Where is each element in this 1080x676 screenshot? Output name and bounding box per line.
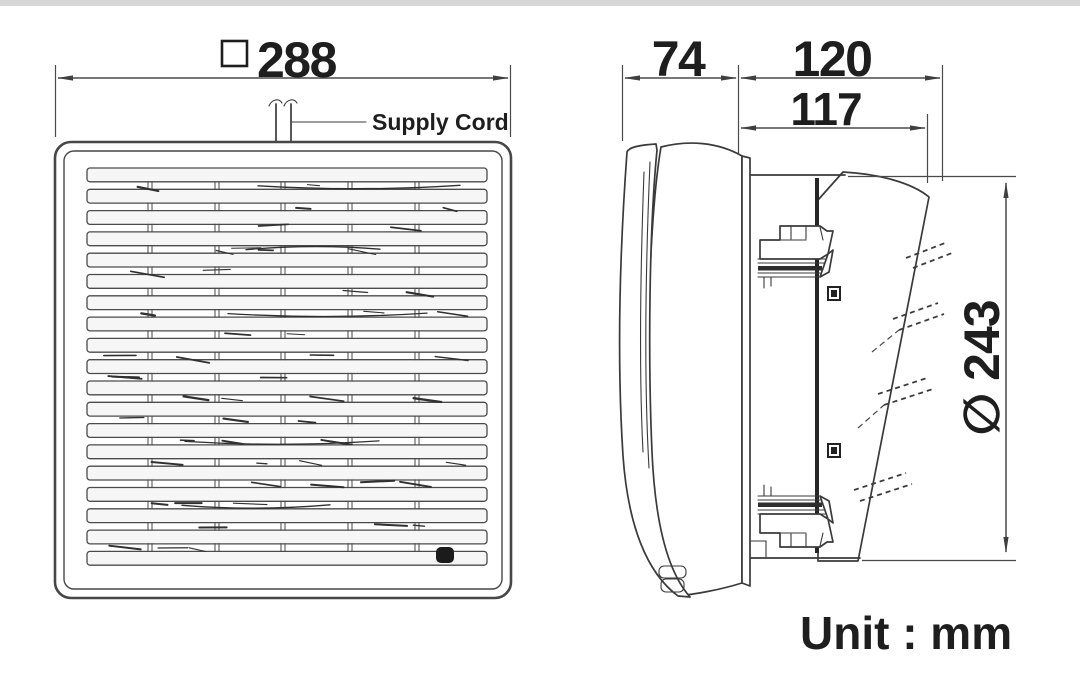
grille-slat xyxy=(86,209,488,226)
shutter-clip xyxy=(827,443,841,458)
fan-blade-hint xyxy=(250,481,281,488)
fan-blade-hint xyxy=(434,355,469,362)
rear-depth-value: 120 xyxy=(793,31,872,87)
fan-blade-hint xyxy=(232,502,268,506)
front-view: Supply Cord xyxy=(53,99,513,600)
fan-blade-hint xyxy=(140,312,157,317)
fan-blade-hint xyxy=(373,523,409,527)
panel-foot-detail xyxy=(658,565,687,579)
grille-slat xyxy=(86,295,488,311)
square-symbol-icon xyxy=(220,39,249,68)
fan-blade-hint xyxy=(175,356,211,364)
fan-blade-hint xyxy=(306,184,321,187)
dimension-rear-depth-120: 120 xyxy=(740,31,944,181)
fan-blade-hint xyxy=(399,480,432,488)
shutter-diameter-value: ∅ 243 xyxy=(954,300,1010,435)
grille-slat xyxy=(86,167,488,183)
fan-blade-hint xyxy=(181,504,331,509)
fan-blade-hint xyxy=(295,206,312,210)
fan-blade-hint xyxy=(405,291,435,298)
grille-slat xyxy=(86,337,488,353)
fan-blade-hint xyxy=(445,461,467,466)
fan-blade-hint xyxy=(179,439,195,442)
fan-blade-hint xyxy=(202,268,231,271)
grille xyxy=(86,167,488,566)
fan-blade-hint xyxy=(224,332,252,336)
supply-cord-label: Supply Cord xyxy=(372,109,509,135)
fan-blade-hint xyxy=(257,184,461,190)
housing-side xyxy=(646,142,743,597)
fan-blade-hint xyxy=(150,461,184,466)
grille-slat xyxy=(86,273,488,289)
fan-blade-hint xyxy=(256,462,268,465)
fan-blade-hint xyxy=(310,483,345,489)
grille-slat xyxy=(86,401,488,417)
fan-blade-hint xyxy=(184,440,380,445)
mounting-clamp-bottom xyxy=(757,484,834,548)
grille-knob xyxy=(436,547,454,563)
front-panel-side xyxy=(618,143,691,598)
duct-step xyxy=(749,540,767,558)
fan-blade-hint xyxy=(363,310,385,314)
fan-blade-hint xyxy=(150,502,169,506)
duct-depth-value: 117 xyxy=(790,83,861,135)
grille-slat xyxy=(86,508,488,524)
shutter-louver-dashes xyxy=(853,242,953,502)
fan-blade-hint xyxy=(348,248,377,256)
dimension-diameter-243: ∅ 243 xyxy=(848,175,1016,562)
shutter-clip xyxy=(827,286,841,301)
dimension-duct-depth-117: 117 xyxy=(740,83,929,183)
grille-slat xyxy=(86,465,488,481)
grille-slat xyxy=(86,550,488,566)
supply-cord: Supply Cord xyxy=(268,99,509,143)
fan-blade-hint xyxy=(227,312,428,318)
fan-blade-hint xyxy=(108,544,142,551)
fan-blade-hint xyxy=(436,310,469,317)
grille-slat xyxy=(86,252,488,268)
grille-slat xyxy=(86,529,488,545)
grille-slat xyxy=(86,422,488,439)
grille-slat xyxy=(86,188,488,204)
fan-blade-hint xyxy=(257,249,274,252)
fan-blade-hint xyxy=(309,395,345,403)
width-dimension-value: 288 xyxy=(257,32,337,88)
fan-blade-hint xyxy=(320,438,351,446)
mounting-clamp-top xyxy=(757,225,834,289)
grille-slat xyxy=(86,380,488,396)
fan-blade-hint xyxy=(245,245,381,251)
fan-blade-hint xyxy=(412,397,443,404)
fan-blade-hint xyxy=(412,524,426,527)
grille-slat xyxy=(86,359,488,375)
fan-blade-hint xyxy=(136,185,160,193)
frame-edge-strip xyxy=(741,155,751,587)
front-depth-value: 74 xyxy=(652,31,706,87)
fan-blade-hint xyxy=(107,375,143,380)
unit-note: Unit : mm xyxy=(800,607,1012,659)
fan-blade-hint xyxy=(257,223,290,227)
fan-blade-hint xyxy=(221,397,243,402)
top-edge-band xyxy=(0,0,1080,6)
dimension-front-depth-74: 74 xyxy=(621,31,740,154)
fan-blade-hint xyxy=(390,226,422,232)
grille-slat xyxy=(86,444,488,460)
fan-blade-hint xyxy=(359,479,396,484)
fan-blade-hint xyxy=(129,270,165,279)
fan-blade-hint xyxy=(188,547,207,553)
backdraft-shutter xyxy=(817,171,930,562)
side-view xyxy=(618,142,953,598)
fan-blade-hint xyxy=(286,333,306,336)
grille-slat xyxy=(86,486,488,502)
fan-blade-hint xyxy=(215,249,234,255)
fan-blade-hint xyxy=(299,460,323,466)
grille-slat xyxy=(86,316,488,332)
fan-blade-hint xyxy=(297,420,317,424)
fan-blade-hint xyxy=(182,395,210,402)
grille-slat xyxy=(86,231,488,247)
fan-blade-hint xyxy=(342,289,369,294)
dimension-width-288: 288 xyxy=(54,32,512,137)
fan-blade-hint xyxy=(442,206,458,213)
panel-foot-detail xyxy=(660,578,685,593)
fan-blade-hint xyxy=(119,416,145,419)
fan-blade-hint xyxy=(222,417,249,423)
